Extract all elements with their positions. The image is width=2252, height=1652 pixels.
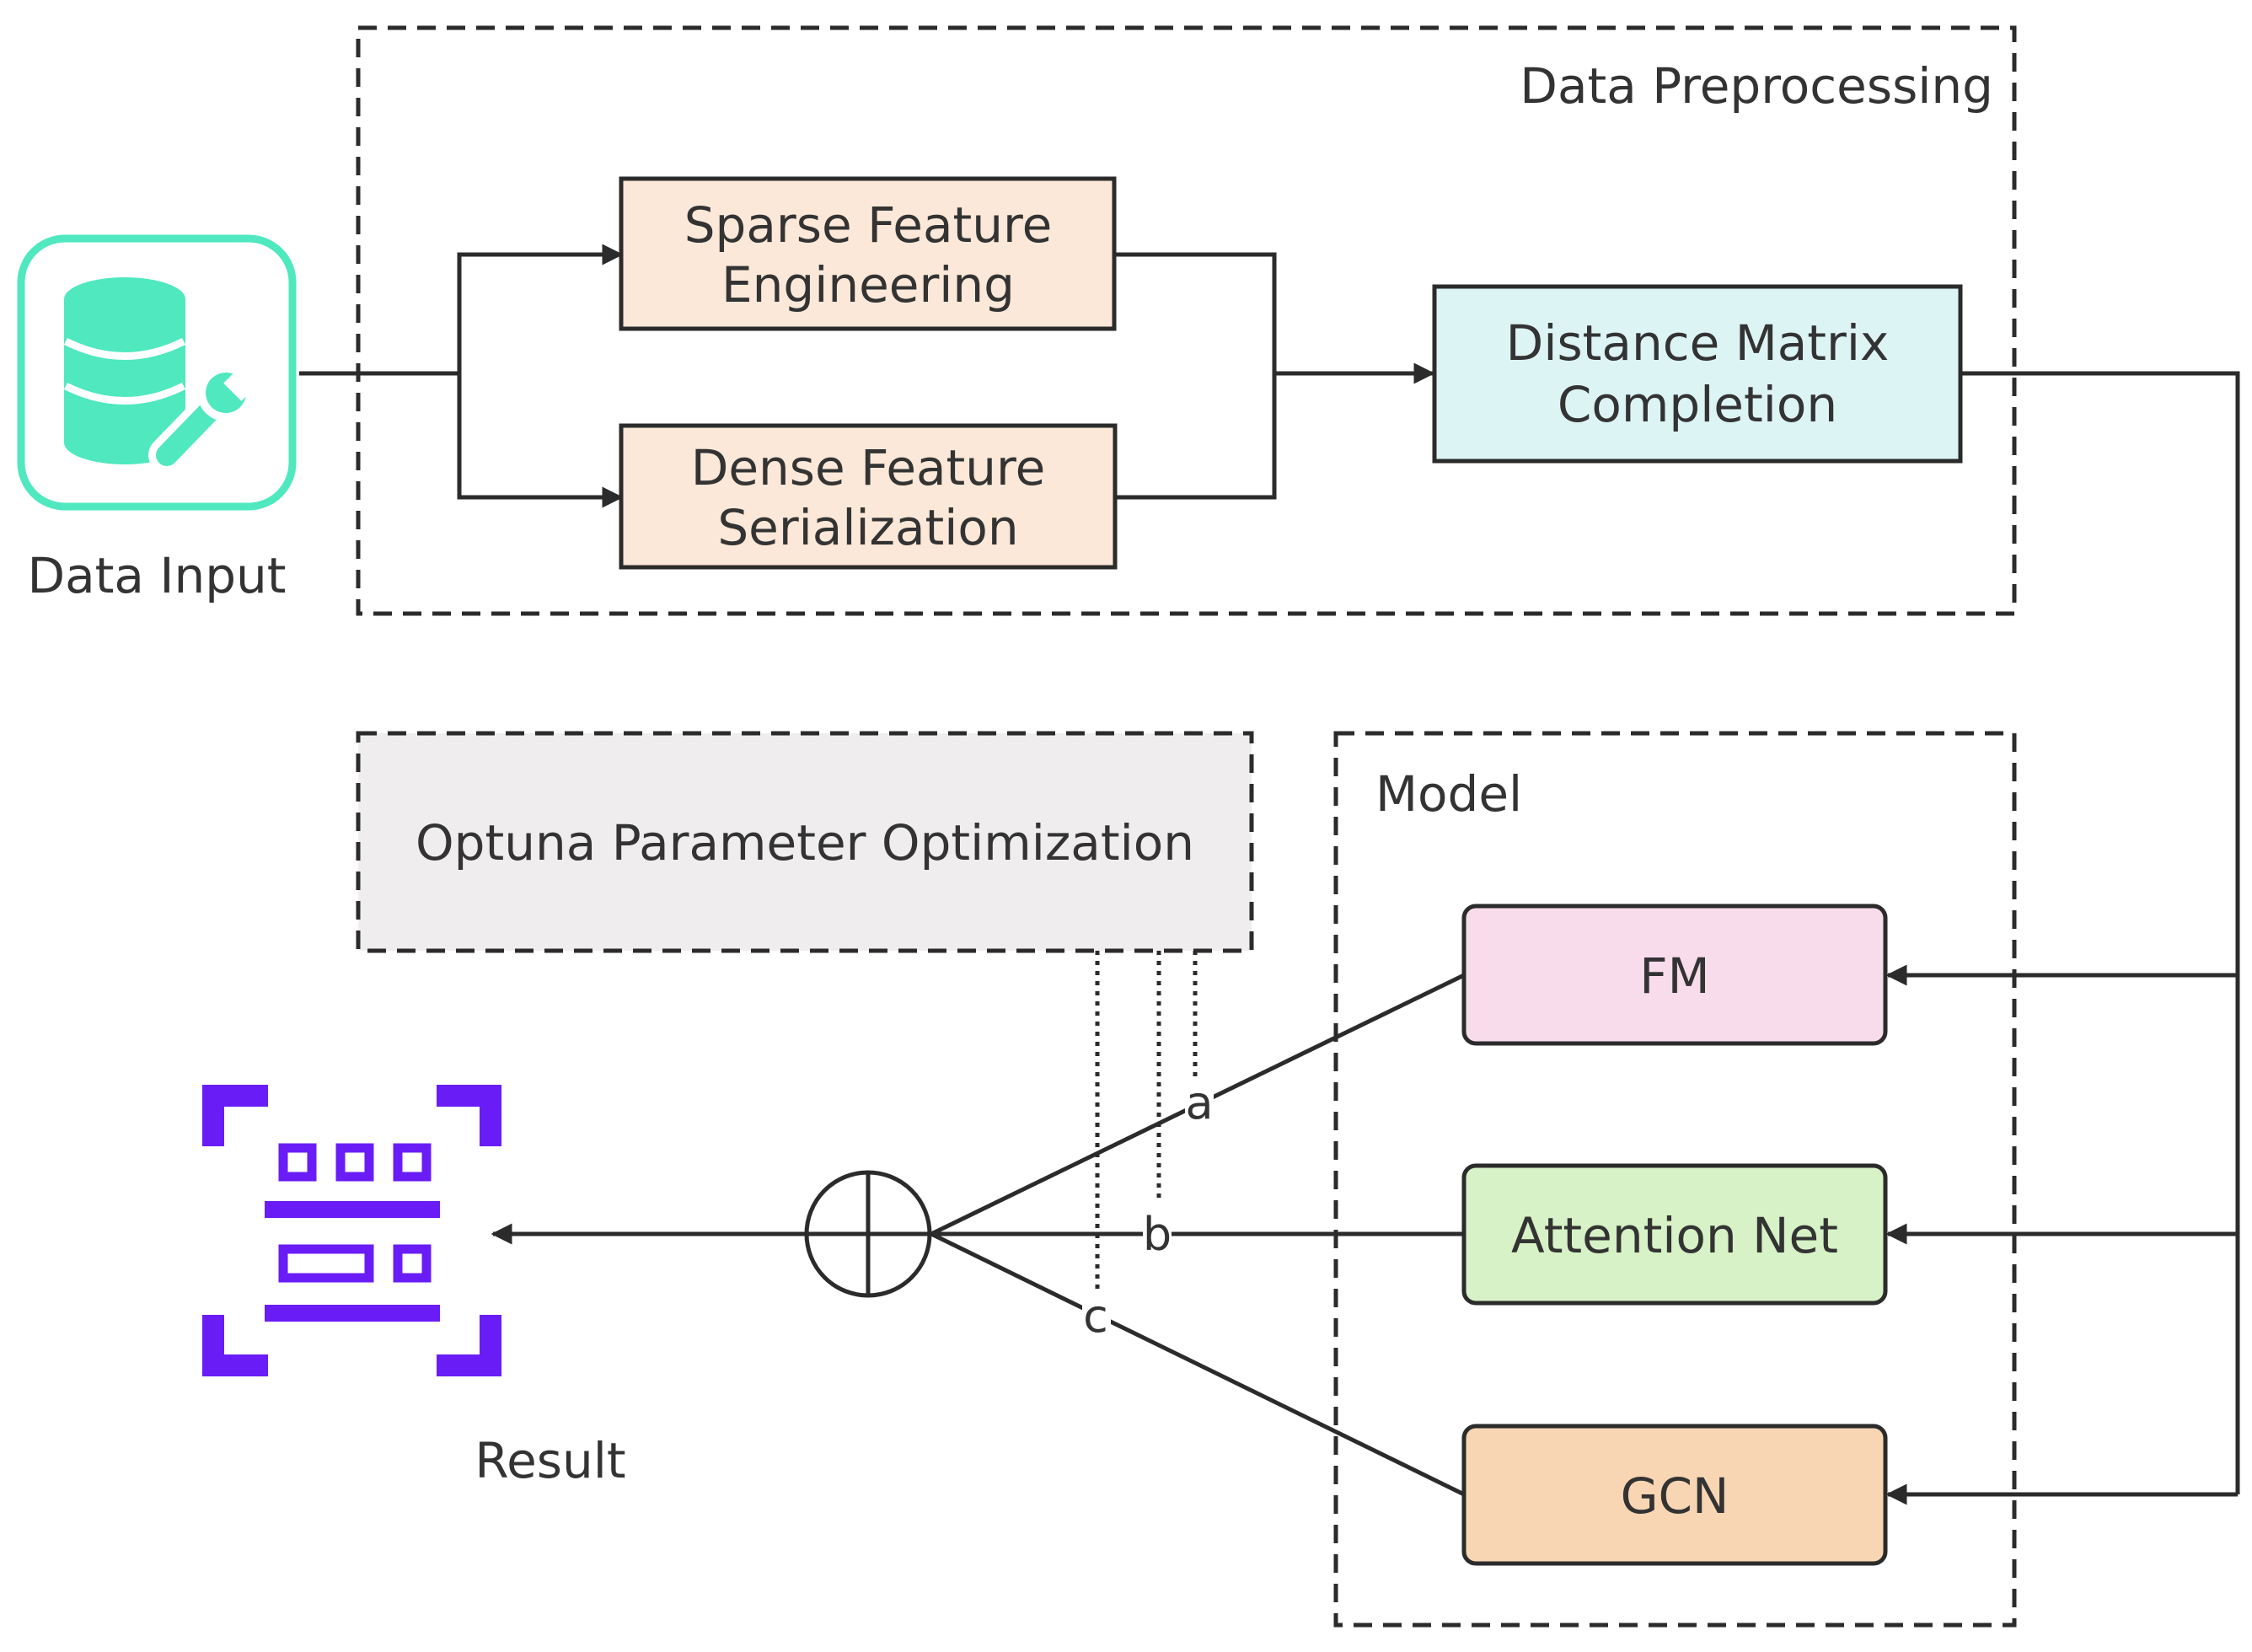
gcn-label: GCN	[1621, 1467, 1729, 1525]
distance-matrix-label-line1: Distance Matrix	[1506, 314, 1890, 372]
sparse-feature-label-line1: Sparse Feature	[684, 196, 1053, 254]
dense-feature-node: Dense Feature Serialization	[619, 423, 1118, 570]
attention-net-node: Attention Net	[1461, 1163, 1888, 1306]
scan-document-icon	[202, 1085, 501, 1376]
distance-matrix-node: Distance Matrix Completion	[1432, 284, 1963, 464]
preprocessing-group-label: Data Preprocessing	[1520, 57, 1993, 115]
database-wrench-icon	[17, 234, 297, 511]
preprocessing-group	[356, 25, 2017, 616]
dense-feature-label-line1: Dense Feature	[691, 439, 1046, 496]
edge-to-dense	[457, 373, 624, 508]
attention-net-label: Attention Net	[1511, 1207, 1838, 1264]
optuna-node: Optuna Parameter Optimization	[356, 731, 1254, 953]
weight-label-a: a	[1185, 1076, 1213, 1129]
distance-matrix-label-line2: Completion	[1558, 376, 1837, 433]
fm-label: FM	[1639, 947, 1709, 1005]
sparse-feature-node: Sparse Feature Engineering	[619, 176, 1117, 331]
sparse-feature-label-line2: Engineering	[721, 256, 1015, 314]
edge-gcn-to-combiner	[930, 1231, 1466, 1497]
edge-distance-trunk	[1960, 371, 2240, 1494]
circled-plus-icon	[804, 1170, 932, 1298]
dense-feature-label-line2: Serialization	[717, 499, 1018, 556]
gcn-node: GCN	[1461, 1424, 1888, 1566]
model-group-label: Model	[1375, 765, 1522, 823]
optuna-label: Optuna Parameter Optimization	[416, 814, 1194, 872]
data-input-label: Data Input	[27, 547, 286, 604]
weight-label-b: b	[1143, 1208, 1172, 1261]
fm-node: FM	[1461, 904, 1888, 1046]
model-group	[1333, 731, 2017, 1628]
edge-to-sparse	[457, 244, 624, 373]
result-label: Result	[475, 1432, 625, 1489]
edge-sparse-out	[1114, 252, 1277, 500]
weight-label-c: c	[1083, 1290, 1108, 1343]
